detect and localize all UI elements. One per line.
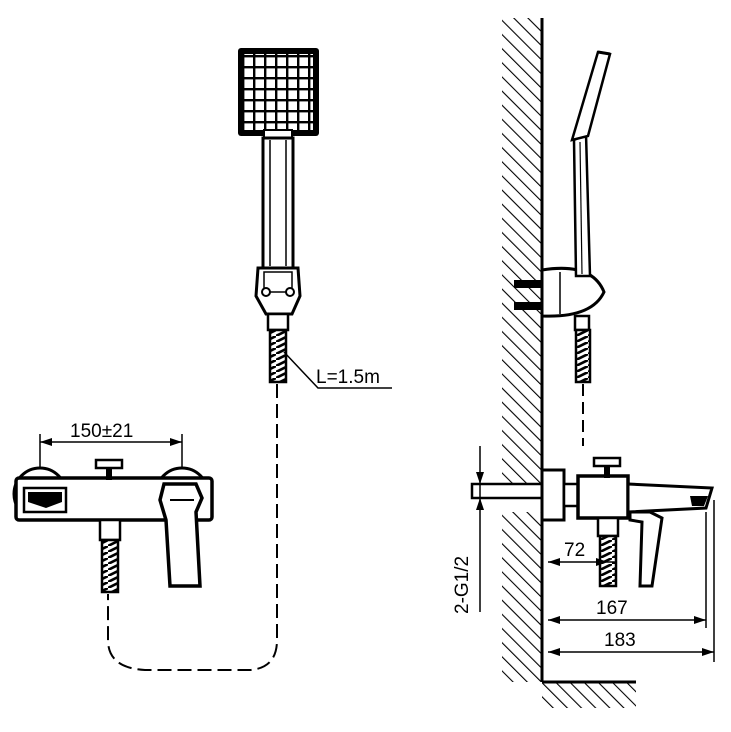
centers-label: 150±21 [70, 421, 133, 442]
side-handle [570, 50, 612, 278]
dim-183-label: 183 [604, 630, 636, 651]
hose-nut [266, 312, 290, 332]
dimension-72: 72 [548, 540, 614, 566]
handle-holder [254, 266, 302, 316]
dimension-167: 167 [548, 512, 707, 628]
thread-dimension: 2-G1/2 [452, 446, 484, 614]
lever-handle [158, 482, 204, 588]
front-view: L=1.5m 150±21 [12, 48, 392, 671]
shower-handle [261, 136, 295, 270]
hose-coil-top [268, 328, 288, 384]
shower-head [238, 48, 319, 139]
hose-length-callout: L=1.5m [283, 351, 392, 389]
dim-167-label: 167 [596, 598, 628, 619]
side-mixer [470, 456, 714, 588]
shower-hose [107, 384, 278, 671]
dimension-183: 183 [548, 500, 715, 662]
wall-section [502, 18, 636, 708]
side-holder [514, 266, 606, 318]
side-hose-coil [574, 328, 592, 384]
dim-72-label: 72 [564, 540, 585, 561]
thread-label: 2-G1/2 [452, 556, 473, 614]
side-hose-nut [573, 314, 591, 332]
side-view: 2-G1/2 72 167 183 [452, 18, 715, 708]
hose-length-label: L=1.5m [316, 367, 380, 388]
